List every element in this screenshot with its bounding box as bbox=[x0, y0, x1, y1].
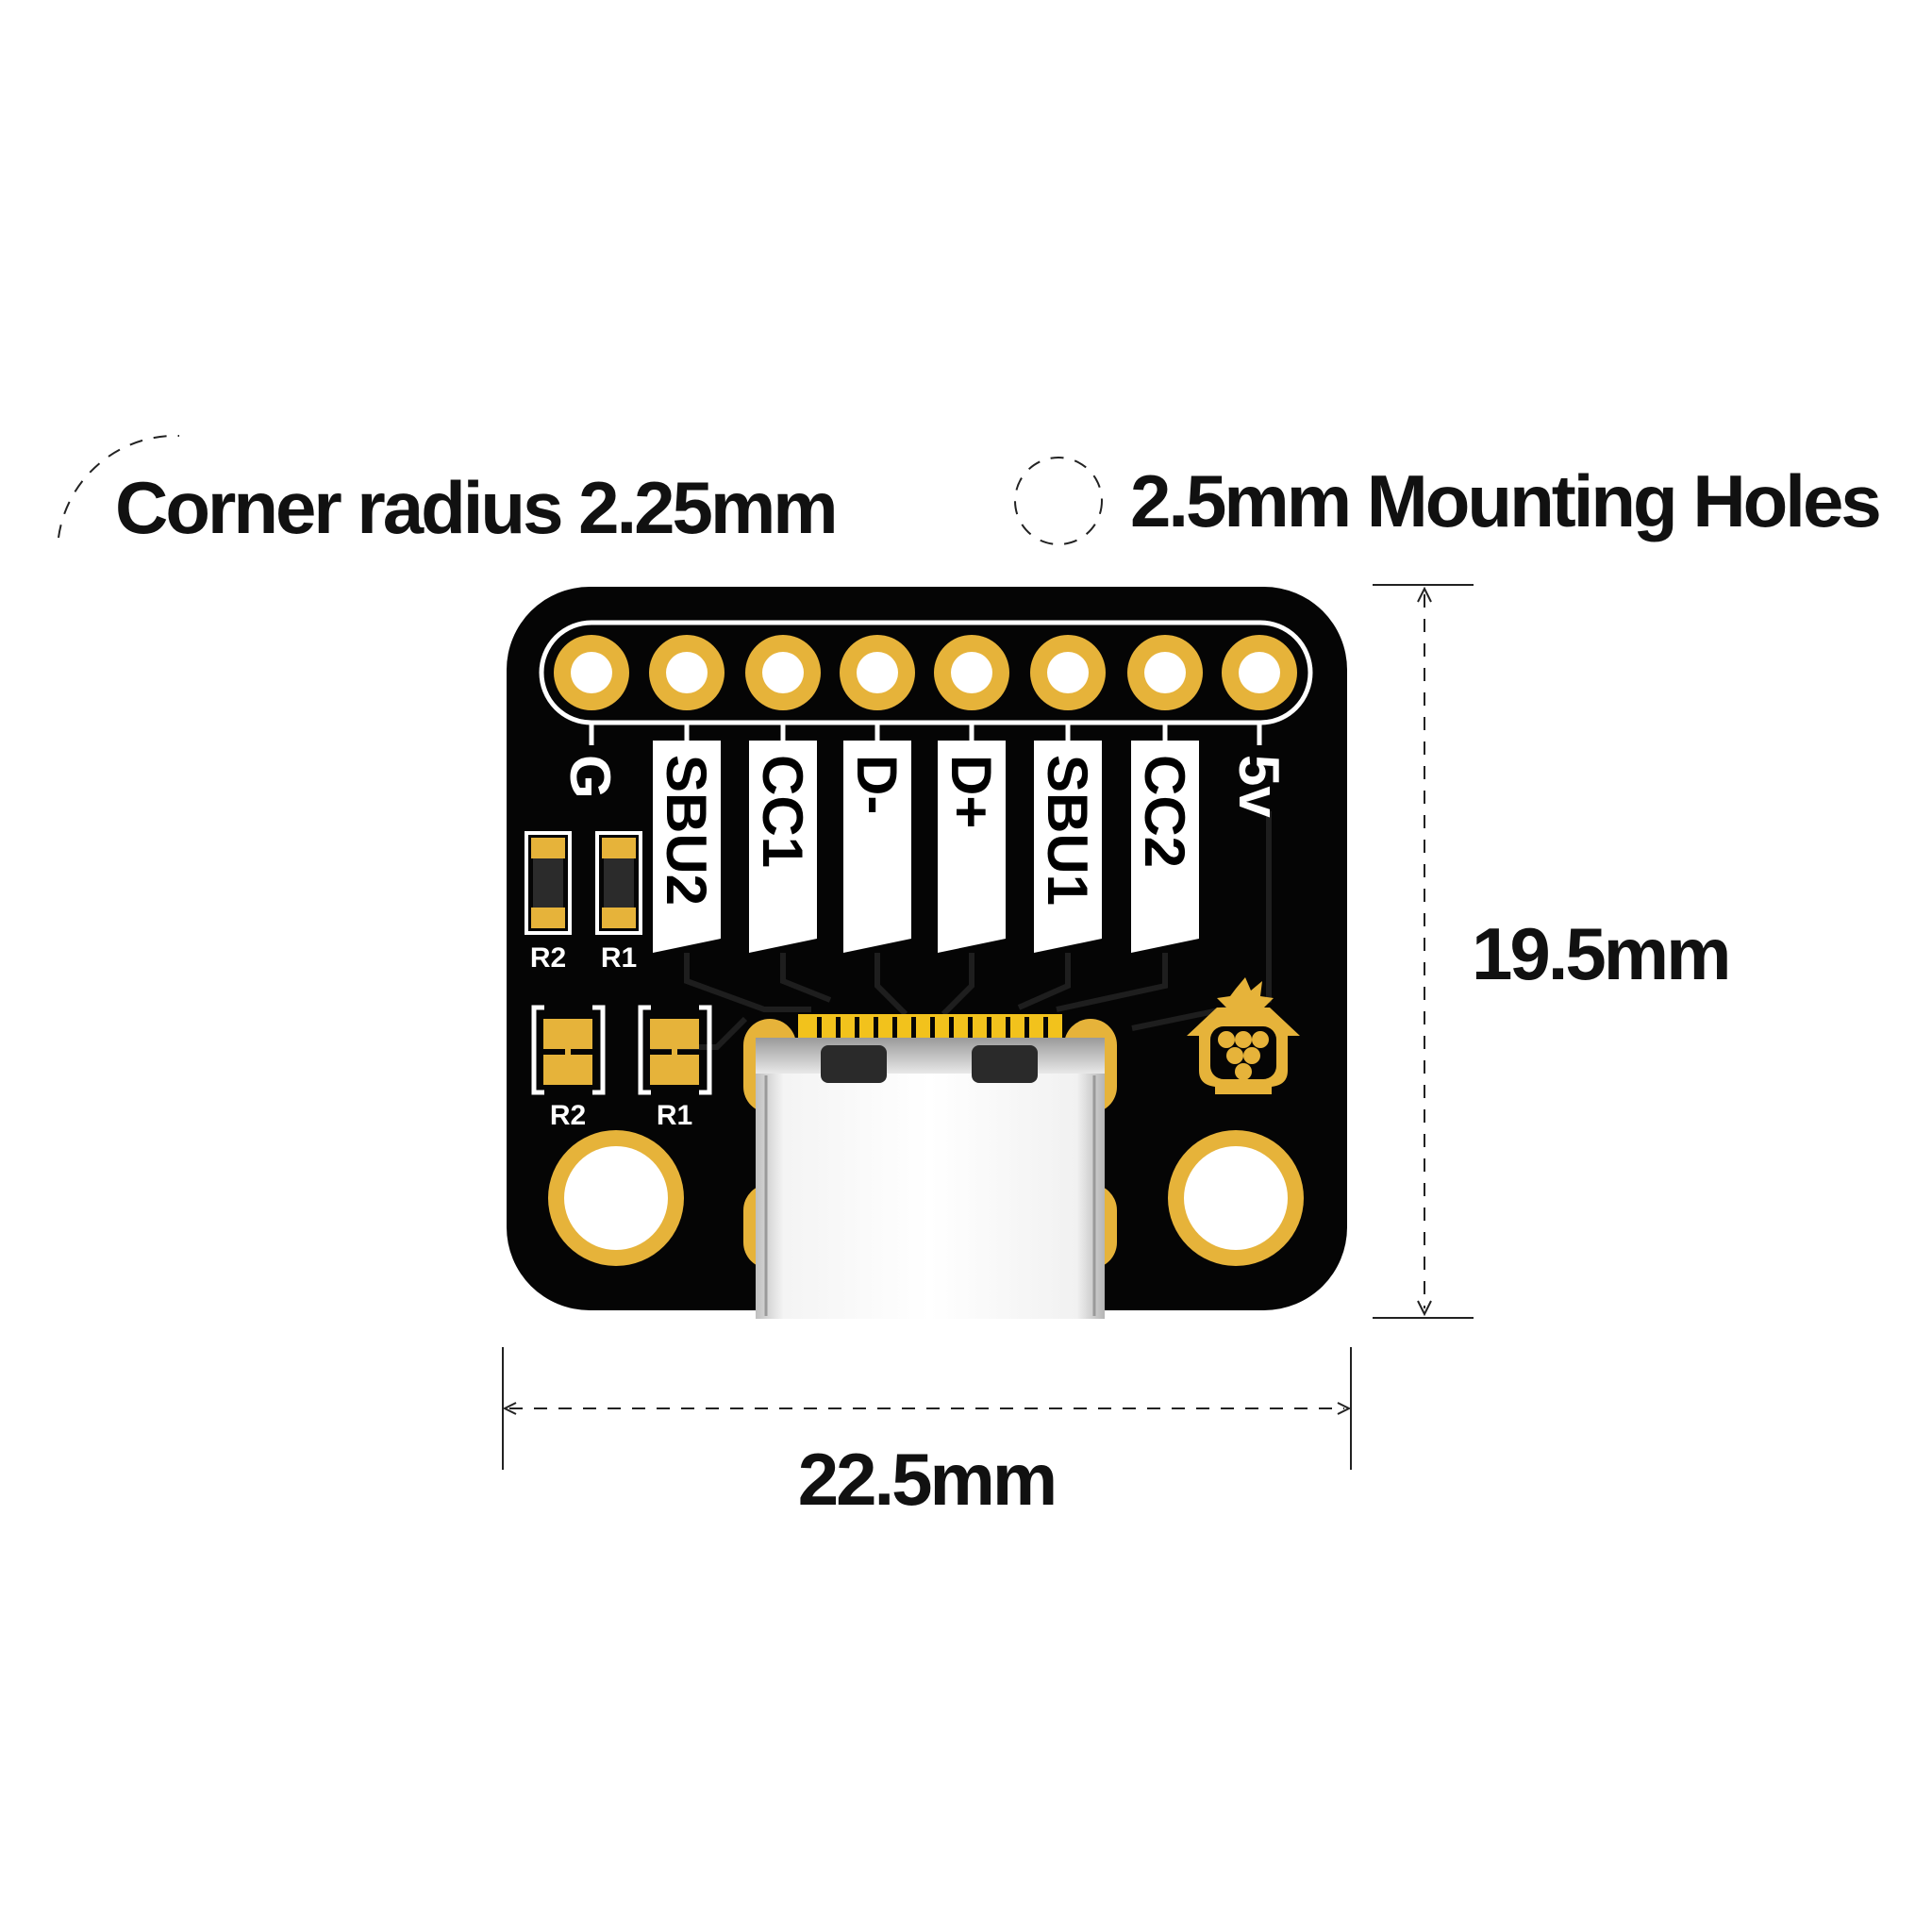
usb-signal-pad-gaps bbox=[817, 1017, 1048, 1042]
mounting-hole-icon bbox=[1014, 457, 1103, 545]
pin-label-5v: 5v bbox=[1227, 755, 1291, 818]
resistor-label-r2-bottom: R2 bbox=[550, 1100, 586, 1131]
height-label: 19.5mm bbox=[1472, 912, 1729, 995]
header-pin-sbu1 bbox=[1030, 635, 1106, 710]
usb-c-connector bbox=[756, 1038, 1105, 1319]
pin-label-g: G bbox=[558, 755, 622, 799]
pin-label-sbu1: SBU1 bbox=[1036, 755, 1099, 906]
pin-label-tabs bbox=[653, 741, 1199, 953]
corner-radius-icon bbox=[58, 434, 180, 539]
jumper-r2-bottom bbox=[531, 1005, 606, 1095]
header-pin-g bbox=[554, 635, 629, 710]
pin-label-cc2: CC2 bbox=[1133, 755, 1196, 868]
resistor-r2-top bbox=[525, 831, 572, 935]
resistor-label-r1-top: R1 bbox=[601, 942, 637, 974]
header-pin-5v bbox=[1222, 635, 1297, 710]
pin-label-d-minus: D- bbox=[845, 755, 908, 814]
mounting-hole-right bbox=[1168, 1130, 1304, 1266]
header-pin-d-plus bbox=[934, 635, 1009, 710]
header-pin-cc1 bbox=[745, 635, 821, 710]
header-pin-sbu2 bbox=[649, 635, 724, 710]
resistor-r1-top bbox=[595, 831, 642, 935]
resistor-label-r1-bottom: R1 bbox=[657, 1100, 692, 1131]
width-dimension bbox=[502, 1347, 1352, 1470]
corner-radius-label: Corner radius 2.25mm bbox=[115, 466, 836, 549]
pin-label-cc1: CC1 bbox=[751, 755, 814, 868]
jumper-r1-bottom bbox=[638, 1005, 712, 1095]
mounting-hole-left bbox=[548, 1130, 684, 1266]
header-pin-d-minus bbox=[840, 635, 915, 710]
pin-ticks bbox=[589, 724, 1262, 745]
pcb-board: G SBU2 CC1 D- D+ SBU1 CC2 5v R2 R1 bbox=[507, 587, 1347, 1319]
pin-label-sbu2: SBU2 bbox=[655, 755, 718, 906]
header-pins bbox=[554, 635, 1297, 710]
raspberry-logo-icon bbox=[1187, 977, 1300, 1094]
pin-label-d-plus: D+ bbox=[940, 755, 1003, 828]
width-label: 22.5mm bbox=[798, 1438, 1056, 1521]
resistor-label-r2-top: R2 bbox=[530, 942, 566, 974]
height-dimension bbox=[1373, 584, 1474, 1319]
header-outline bbox=[539, 620, 1313, 725]
mounting-holes-label: 2.5mm Mounting Holes bbox=[1130, 459, 1879, 542]
header-pin-cc2 bbox=[1127, 635, 1203, 710]
